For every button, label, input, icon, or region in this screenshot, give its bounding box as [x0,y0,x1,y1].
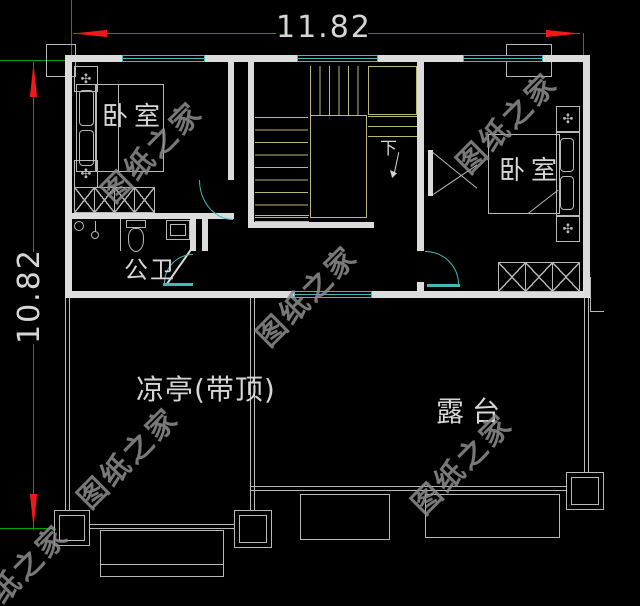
pillow [560,138,574,172]
tv-cabinet [428,150,433,196]
window-hall-south [294,291,372,298]
nightstand-right-top: ✣ [556,106,580,132]
top-dimension-extension-right [583,33,584,57]
top-dim-arrow-left-icon [73,29,107,38]
stair-landing [368,66,417,115]
nightstand-right-bottom: ✣ [556,216,580,242]
lamp-icon: ✣ [80,166,92,182]
shower-hose [95,221,96,232]
door-bedroom-right-leaf [427,284,460,287]
wall-bathroom-east [190,219,196,251]
stair-top-flight [310,66,366,115]
pavilion-steps-edge [100,564,224,565]
column-bottom-middle [234,510,272,548]
lamp-icon: ✣ [80,71,92,87]
shower-drain-icon [74,221,84,231]
wall-bedroom-left-south [72,213,234,219]
wall-bedroom-right-west [417,62,424,251]
bed-left-headboard [76,84,96,172]
wall-bedroom-right-west-stub [417,282,424,294]
column-bottom-right [566,472,604,510]
sink-counter [166,220,190,240]
pavilion-left-railing [65,298,70,528]
wardrobe-right-cell [498,262,526,292]
stair-right-treads [368,116,417,146]
wall-stairwell-west [248,62,254,228]
pavilion-steps [100,530,224,577]
window-bedroom-left [122,55,205,62]
bed-right-headboard [556,132,580,216]
lamp-icon: ✣ [562,221,574,237]
left-dimension-extension-bottom [0,528,56,529]
window-bedroom-right [463,55,543,62]
wardrobe-right-cell [552,262,580,292]
window-stairwell [297,55,378,62]
stair-well [310,115,367,218]
door-bedroom-right [425,251,459,284]
pavilion-terrace-divider [250,298,255,526]
bathroom-partition [120,219,121,251]
room-label-pavilion: 凉亭(带顶) [136,373,276,406]
watermark: 图纸之家 [0,517,76,606]
stair-left-flight [255,117,308,218]
watermark: 图纸之家 [70,400,186,516]
wall-stairwell-south [248,222,374,228]
toilet-bowl [128,228,144,252]
bed-left-quilt-line [118,85,119,171]
room-label-bedroom-right: 卧室 [499,156,564,186]
left-dim-arrow-top-icon [29,63,38,97]
wall-left [65,55,72,298]
left-dimension-value: 10.82 [12,248,47,344]
room-label-bathroom: 公卫 [124,256,176,284]
left-dimension-extension-top [0,60,100,61]
pillow [79,130,94,166]
door-bathroom-leaf [163,283,193,286]
left-dim-arrow-bottom-icon [29,494,38,528]
lamp-icon: ✣ [562,111,574,127]
top-dim-arrow-right-icon [546,29,580,38]
corner-marker-bottom-right [590,277,604,312]
wardrobe-left-cell [134,187,155,213]
showerhead-icon [91,231,99,239]
terrace-planter-right [425,494,560,538]
wall-bedroom-left-east [228,62,234,180]
terrace-right-railing [584,298,589,474]
room-label-bedroom-left: 卧室 [102,102,167,132]
top-dimension-value: 11.82 [276,10,372,45]
top-dimension-extension-left [71,0,72,56]
bed-right [488,134,560,214]
pillow [560,176,574,210]
stair-bottom-landing-edge [255,215,309,222]
toilet-tank [126,220,146,228]
nightstand-left-top: ✣ [74,66,98,92]
sink-basin [170,224,186,236]
pillow [79,90,94,126]
wall-bathroom-duct [202,219,208,251]
bed-left [96,84,164,172]
terrace-bottom-railing [250,486,570,491]
pavilion-bottom-railing [55,524,253,529]
stair-direction-label: 下 [380,139,397,159]
wall-right [583,55,590,298]
wardrobe-right-cell [525,262,553,292]
stair-direction-arrowhead-icon [390,170,397,178]
terrace-planter-left [300,494,390,540]
room-label-terrace: 露台 [436,395,509,428]
column-bottom-left [54,510,90,546]
